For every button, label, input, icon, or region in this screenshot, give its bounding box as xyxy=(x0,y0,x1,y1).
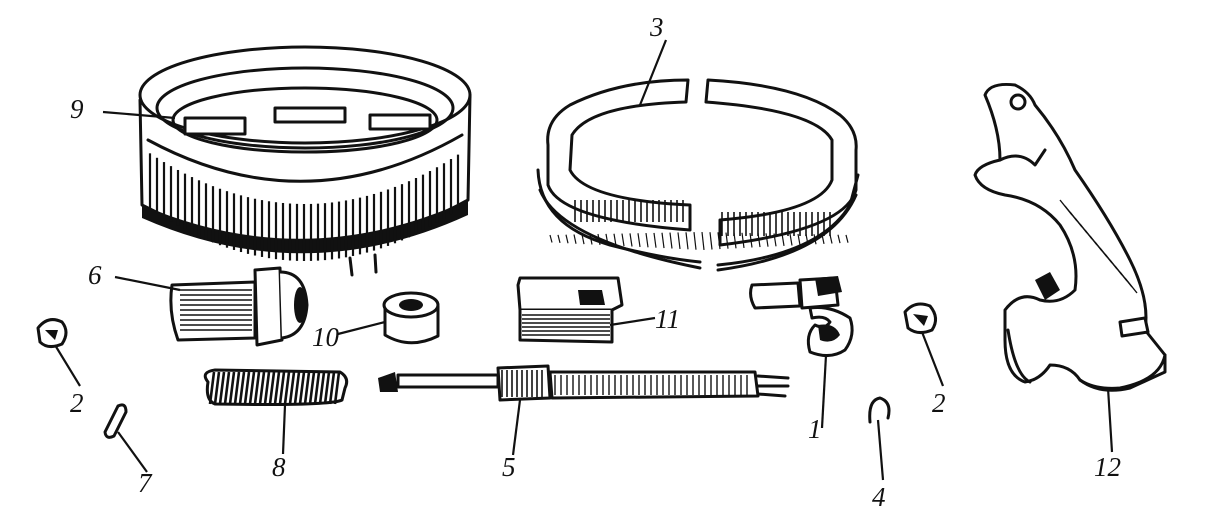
label-part-9: 9 xyxy=(70,94,84,124)
adjuster-rod-part-5 xyxy=(378,364,790,402)
coil-spring-part-8 xyxy=(203,368,349,406)
elbow-fitting-part-1 xyxy=(749,276,854,357)
split-band-part-3 xyxy=(536,78,860,272)
label-part-1: 1 xyxy=(808,414,822,444)
small-nut-part-2-right xyxy=(903,302,937,335)
bushing-part-10 xyxy=(382,291,440,345)
label-part-10: 10 xyxy=(312,322,340,352)
brake-drum-part-9 xyxy=(138,45,472,277)
label-part-4: 4 xyxy=(872,482,886,512)
cotter-pin-part-7 xyxy=(103,403,128,439)
label-part-2-right: 2 xyxy=(932,388,946,418)
small-nut-part-2-left xyxy=(36,318,68,349)
part-labels: 9 3 6 10 11 1 2 2 7 8 5 4 12 xyxy=(70,12,1121,512)
label-part-7: 7 xyxy=(138,468,153,498)
label-part-5: 5 xyxy=(502,452,516,482)
nut-fitting-part-6 xyxy=(169,266,309,347)
label-part-6: 6 xyxy=(88,260,102,290)
label-part-11: 11 xyxy=(655,304,680,334)
block-clip-part-11 xyxy=(516,276,624,344)
label-part-2-left: 2 xyxy=(70,388,84,418)
lever-part-12 xyxy=(973,83,1167,392)
label-part-12: 12 xyxy=(1094,452,1121,482)
label-part-3: 3 xyxy=(649,12,664,42)
label-part-8: 8 xyxy=(272,452,286,482)
hook-part-4 xyxy=(868,396,891,424)
leader-lines xyxy=(54,39,1114,481)
